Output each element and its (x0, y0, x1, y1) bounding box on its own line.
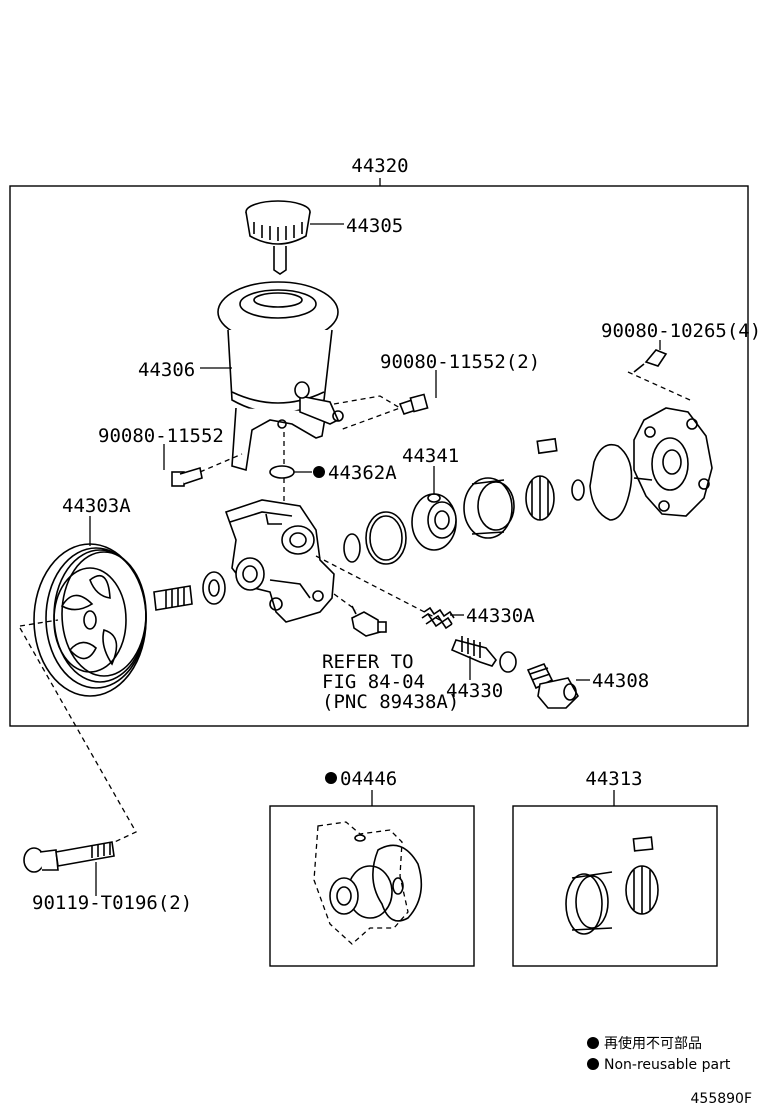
non-reusable-marker-oring (313, 466, 325, 478)
label-44313[interactable]: 44313 (585, 768, 642, 790)
legend: 再使用不可部品 Non-reusable part (587, 1035, 731, 1073)
label-04446[interactable]: 04446 (340, 768, 397, 790)
label-44308[interactable]: 44308 (592, 670, 649, 692)
label-90080-10265-4[interactable]: 90080-10265(4) (601, 320, 760, 342)
pump-shaft (153, 585, 193, 611)
flow-valve (450, 636, 517, 673)
flow-spring (421, 606, 455, 630)
legend-dot-jp (587, 1037, 599, 1049)
reservoir-bolt-left (171, 466, 203, 487)
rear-cover (633, 407, 713, 517)
oring-small (269, 465, 295, 479)
shaft-seal (202, 571, 226, 605)
reservoir-cap (245, 200, 311, 275)
gasket-kit-box (269, 790, 475, 967)
legend-japanese: 再使用不可部品 (604, 1035, 702, 1052)
label-44330A[interactable]: 44330A (466, 605, 535, 627)
rotor-kit-box (512, 790, 718, 967)
cam-ring (463, 477, 515, 539)
gasket-kit-parts (313, 821, 423, 945)
refer-line-3[interactable]: (PNC 89438A) (322, 691, 459, 713)
refer-line-2[interactable]: FIG 84-04 (322, 671, 425, 693)
snap-ring (571, 479, 585, 501)
legend-dot-en (587, 1058, 599, 1070)
figure-number: 455890F (691, 1091, 753, 1107)
pulley (33, 543, 147, 697)
refer-line-1[interactable]: REFER TO (322, 651, 414, 673)
rotor-kit-parts (565, 836, 659, 935)
oring-large (365, 511, 407, 565)
label-90080-11552[interactable]: 90080-11552 (98, 425, 224, 447)
label-44320[interactable]: 44320 (351, 155, 408, 177)
label-44303A[interactable]: 44303A (62, 495, 131, 517)
label-90119-T0196-2[interactable]: 90119-T0196(2) (32, 892, 192, 914)
label-44341[interactable]: 44341 (402, 445, 459, 467)
pressure-switch (351, 605, 387, 637)
cam-ring-seal (411, 493, 457, 551)
assembly-frame (9, 178, 749, 727)
label-44305[interactable]: 44305 (346, 215, 403, 237)
reservoir-tank (217, 281, 344, 472)
non-reusable-marker-kit (325, 772, 337, 784)
label-44306[interactable]: 44306 (138, 359, 195, 381)
oring-medium (343, 533, 361, 563)
reservoir-bolt-right (398, 393, 429, 415)
label-90080-11552-2[interactable]: 90080-11552(2) (380, 351, 540, 373)
label-44330[interactable]: 44330 (446, 680, 503, 702)
pump-body (224, 499, 335, 623)
pulley-bolt (23, 841, 115, 873)
cover-gasket (589, 443, 633, 521)
union-bolt (526, 662, 579, 709)
legend-english: Non-reusable part (604, 1057, 731, 1073)
label-44362A[interactable]: 44362A (328, 462, 397, 484)
rotor (525, 437, 558, 521)
cover-bolt (633, 349, 668, 373)
